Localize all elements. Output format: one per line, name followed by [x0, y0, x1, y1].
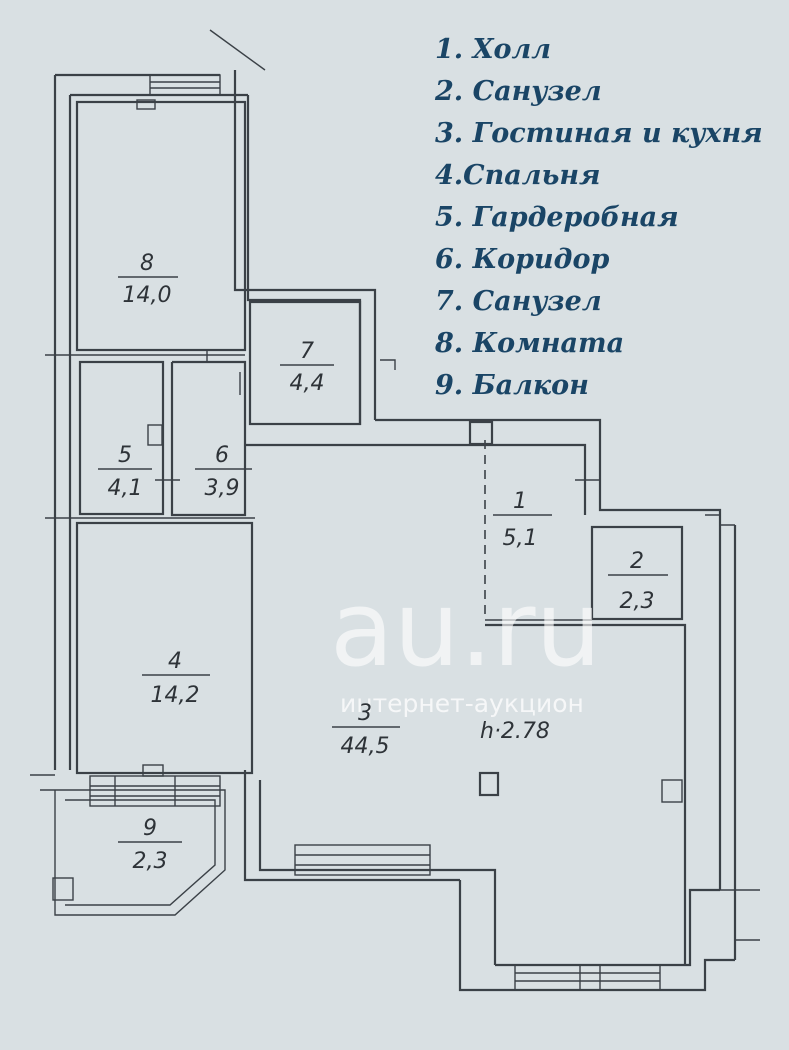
room-area: 2,3	[133, 849, 168, 874]
room-area: 4,1	[108, 476, 143, 501]
room-label-2: 2 2,3	[608, 549, 668, 614]
watermark-logo: au.ru	[330, 568, 601, 690]
room-area: 3,9	[205, 476, 240, 501]
room-number: 7	[300, 339, 314, 364]
room-label-7: 7 4,4	[280, 339, 334, 396]
legend-item: 9. Балкон	[435, 370, 589, 401]
room-area: 4,4	[290, 371, 325, 396]
room-walls	[30, 29, 760, 965]
room-area: 2,3	[620, 589, 655, 614]
legend-item: 5. Гардеробная	[435, 202, 679, 233]
room-label-3: 3 44,5	[332, 701, 400, 759]
legend-item: 7. Санузел	[435, 286, 602, 317]
room-label-4: 4 14,2	[142, 649, 210, 708]
legend-item: 3. Гостиная и кухня	[435, 118, 763, 149]
legend-item: 6. Коридор	[435, 244, 609, 275]
legend-item: 1. Холл	[435, 34, 551, 65]
windows	[89, 74, 661, 991]
watermark-subtitle: интернет-аукцион	[340, 689, 584, 718]
room-number: 2	[630, 549, 644, 574]
room-number: 8	[140, 251, 154, 276]
room-number: 6	[215, 443, 229, 468]
room-area: 5,1	[503, 526, 538, 551]
room-label-8: 8 14,0	[118, 251, 178, 308]
room-area: 14,2	[151, 683, 200, 708]
window-room-8	[149, 74, 221, 96]
room-label-5: 5 4,1	[98, 443, 152, 501]
room-label-1: 1 5,1	[493, 489, 552, 551]
legend-item: 2. Санузел	[434, 76, 602, 107]
room-number: 3	[358, 701, 372, 726]
watermark: au.ru интернет-аукцион	[330, 568, 601, 718]
legend: 1. Холл 2. Санузел 3. Гостиная и кухня 4…	[434, 34, 763, 401]
window-living-bottom	[514, 964, 661, 991]
room-number: 5	[118, 443, 132, 468]
room-label-9: 9 2,3	[118, 816, 182, 874]
room-number: 9	[143, 816, 157, 841]
room-number: 4	[168, 649, 182, 674]
room-label-6: 6 3,9	[195, 443, 252, 501]
legend-item: 4.Спальня	[435, 160, 601, 191]
room-number: 1	[513, 489, 527, 514]
window-room-4	[89, 775, 221, 807]
window-living-left	[294, 844, 431, 876]
ceiling-height-label: h·2.78	[480, 719, 550, 744]
legend-item: 8. Комната	[434, 328, 624, 359]
room-area: 14,0	[123, 283, 172, 308]
room-labels: 8 14,0 7 4,4 5 4,1 6 3,9 1 5,1 2 2,3	[98, 251, 668, 874]
room-area: 44,5	[341, 734, 390, 759]
